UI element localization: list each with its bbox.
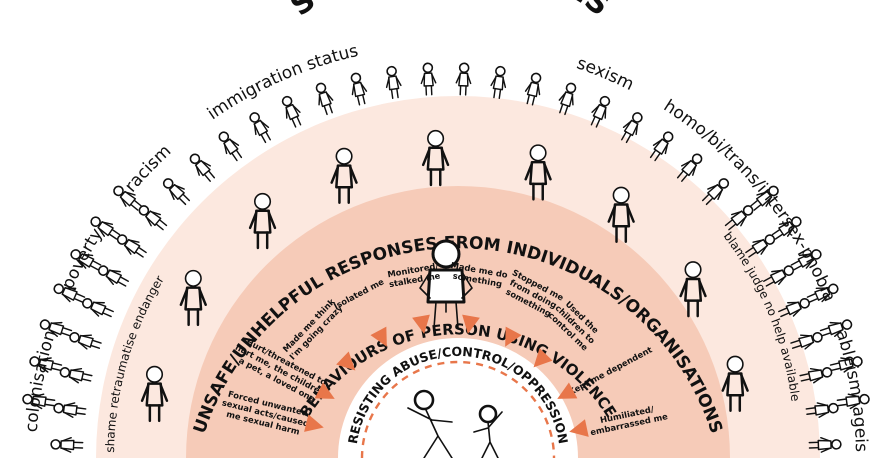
middle-figure bbox=[721, 355, 749, 412]
middle-figure bbox=[421, 129, 450, 187]
outer-figure bbox=[558, 82, 577, 116]
outer-figure bbox=[53, 402, 87, 418]
outer-figure bbox=[590, 95, 611, 128]
behaviour-arrow bbox=[533, 348, 553, 368]
outer-figure bbox=[281, 95, 302, 128]
outer-figure bbox=[455, 62, 472, 96]
behaviour-arrow bbox=[557, 382, 578, 399]
behaviour-arrow bbox=[370, 326, 387, 347]
outer-figure bbox=[676, 153, 703, 182]
middle-figure bbox=[248, 192, 277, 250]
outer-figure bbox=[763, 265, 795, 287]
outer-figure bbox=[385, 65, 402, 100]
outer-figure bbox=[724, 205, 754, 231]
outer-figure bbox=[218, 131, 243, 162]
behaviour-arrow bbox=[569, 419, 589, 437]
outer-figure bbox=[778, 297, 810, 318]
outer-figure bbox=[799, 367, 833, 384]
outer-figure bbox=[90, 216, 121, 240]
behaviour-arrow bbox=[412, 314, 430, 334]
outer-figure bbox=[315, 82, 334, 116]
behaviour-arrow bbox=[462, 314, 480, 334]
outer-figure bbox=[113, 185, 142, 211]
middle-figure bbox=[607, 186, 635, 243]
diagram-title: SOCIAL INEQUITIES bbox=[284, 0, 616, 23]
outer-figure bbox=[808, 436, 842, 453]
outer-figure bbox=[701, 178, 730, 206]
outer-figure bbox=[420, 62, 437, 96]
outer-figure bbox=[806, 283, 839, 303]
outer-figure bbox=[745, 234, 776, 258]
behaviour-arrow bbox=[336, 351, 356, 371]
outer-figure bbox=[162, 178, 191, 206]
resisting-figures bbox=[407, 389, 503, 458]
outer-figure bbox=[138, 205, 168, 231]
middle-figure bbox=[179, 269, 207, 327]
outer-figure bbox=[771, 216, 802, 240]
middle-figure bbox=[679, 261, 707, 318]
outer-figure bbox=[53, 283, 86, 303]
outer-figure bbox=[22, 393, 56, 410]
outer-figure bbox=[39, 319, 73, 337]
outer-figure bbox=[750, 185, 779, 211]
outer-figure bbox=[819, 319, 853, 337]
outer-figure bbox=[649, 131, 674, 162]
outer-figure bbox=[249, 112, 271, 144]
outer-figure bbox=[836, 393, 870, 410]
outer-figure bbox=[50, 436, 84, 453]
middle-figure bbox=[140, 365, 169, 423]
outer-figure bbox=[350, 72, 368, 106]
outer-figure bbox=[829, 356, 863, 373]
outer-ring-figures bbox=[22, 62, 870, 453]
outer-figure bbox=[790, 249, 822, 271]
core-dashed-arc bbox=[360, 360, 556, 458]
person-using-violence-figure bbox=[419, 239, 473, 329]
outer-figure bbox=[189, 153, 216, 182]
outer-figure bbox=[59, 367, 93, 384]
outer-figure bbox=[97, 265, 129, 287]
middle-ring-figures bbox=[140, 129, 749, 423]
outer-figure bbox=[29, 356, 63, 373]
behaviour-arrow bbox=[314, 382, 335, 399]
core-ring bbox=[338, 338, 578, 458]
behaviour-arrow bbox=[505, 326, 522, 347]
outer-figure bbox=[790, 331, 823, 350]
middle-figure bbox=[524, 144, 552, 201]
outer-figure bbox=[70, 249, 102, 271]
outer-figure bbox=[805, 402, 839, 418]
outer-figure bbox=[490, 65, 507, 100]
middle-figure bbox=[330, 147, 358, 205]
outer-figure bbox=[82, 297, 114, 318]
outer-label-3: immigration status bbox=[204, 41, 360, 124]
outer-figure bbox=[621, 112, 643, 144]
outer-figure bbox=[116, 234, 147, 258]
outer-label-4: sexism bbox=[574, 53, 637, 95]
behaviour-arrow bbox=[304, 414, 324, 432]
outer-figure bbox=[524, 72, 542, 106]
